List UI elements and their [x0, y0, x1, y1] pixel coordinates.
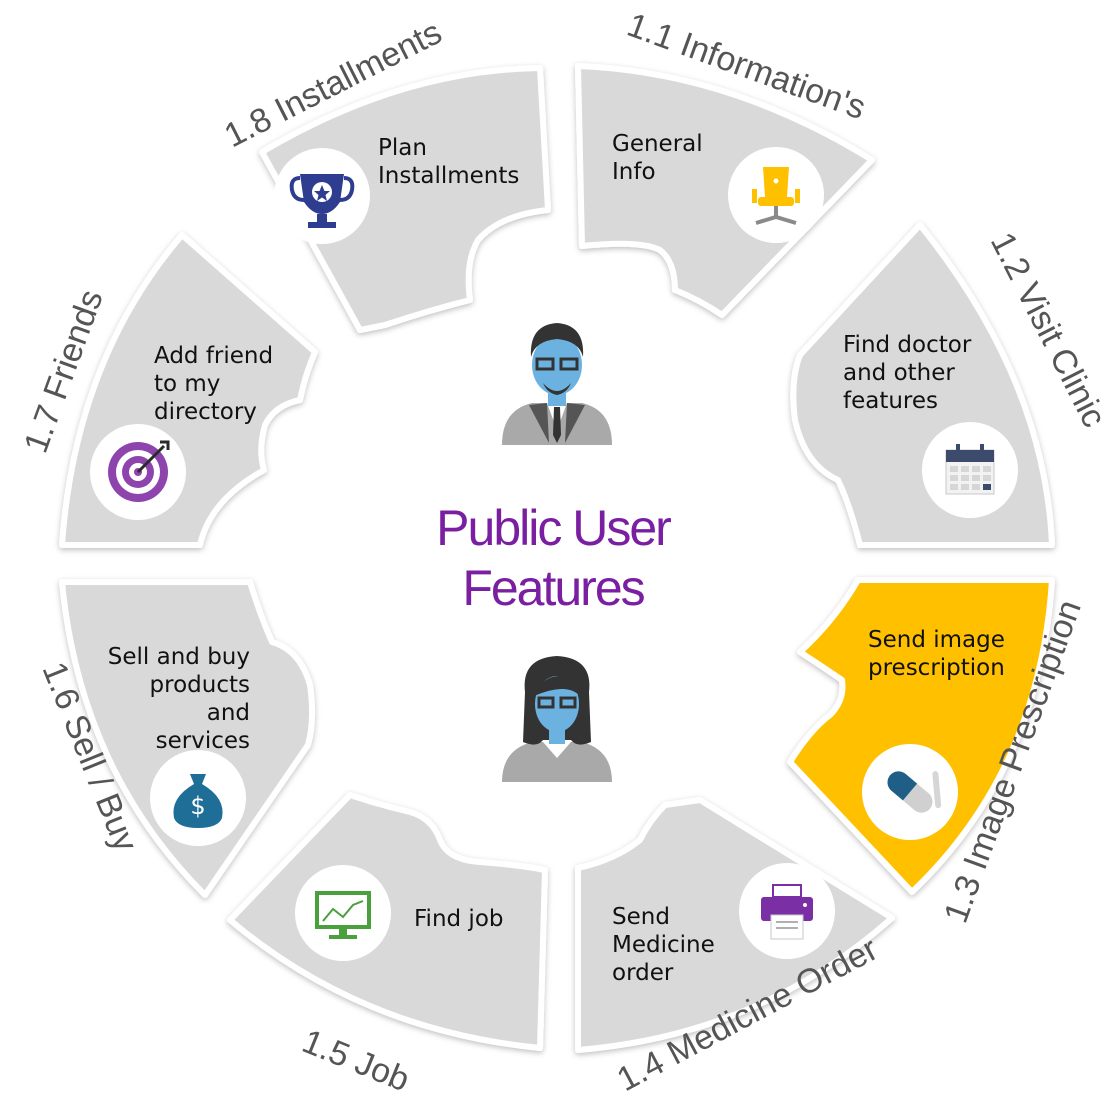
text-medicine: Send Medicine order — [612, 904, 715, 986]
trophy-icon — [289, 174, 355, 228]
segment-installments-shape[interactable] — [259, 65, 551, 333]
money-bag-icon: $ — [173, 774, 223, 828]
text-job: Find job — [414, 906, 504, 932]
text-installments: Plan Installments — [378, 135, 520, 189]
segment-sellbuy-shape[interactable] — [59, 579, 316, 898]
pill-icon — [887, 771, 942, 813]
calendar-icon — [945, 444, 995, 495]
target-icon — [108, 440, 170, 502]
female-user-avatar — [502, 656, 612, 782]
label-job: 1.5 Job — [297, 1022, 415, 1095]
text-sellbuy: Sell and buy products and services — [107, 644, 250, 754]
center-title-line2: Features — [462, 560, 645, 616]
male-user-avatar — [502, 323, 612, 445]
center-title-line1: Public User — [436, 500, 672, 556]
svg-text:$: $ — [190, 792, 205, 820]
segment-medicine-shape[interactable] — [575, 797, 895, 1053]
text-image-prescription: Send image prescription — [868, 627, 1005, 681]
office-chair-icon — [752, 167, 800, 225]
monitor-chart-icon — [315, 891, 371, 939]
center-title: Public User Features — [383, 498, 723, 618]
text-friends: Add friend to my directory — [154, 343, 274, 425]
text-information: General Info — [612, 131, 703, 185]
text-clinic: Find doctor and other features — [843, 332, 972, 414]
segment-information-shape[interactable] — [575, 63, 875, 318]
segment-image-prescription-shape[interactable] — [787, 577, 1055, 895]
printer-icon — [761, 884, 813, 940]
